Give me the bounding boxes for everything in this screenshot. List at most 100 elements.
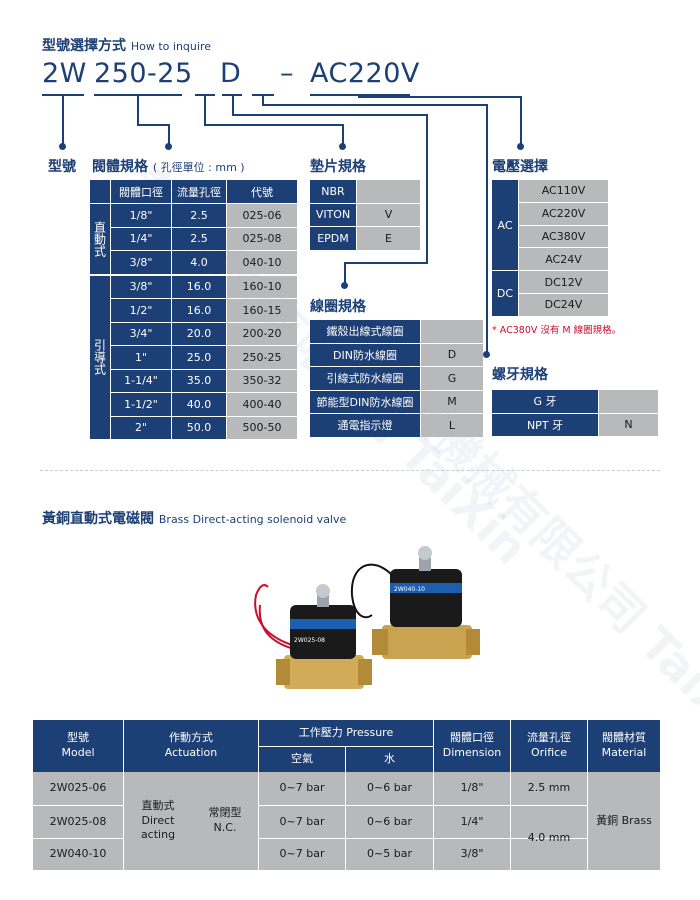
gasket-code	[357, 180, 420, 203]
body-cell: 2.5	[172, 204, 226, 227]
connector	[342, 124, 344, 146]
spec-water: 0~5 bar	[367, 847, 412, 861]
connector	[344, 262, 346, 284]
connector-dot	[59, 143, 66, 150]
connector	[168, 124, 170, 146]
connector	[232, 114, 428, 116]
section-gasket: 墊片規格	[310, 159, 366, 175]
product-title: 黃銅直動式電磁閥 Brass Direct-acting solenoid va…	[42, 511, 347, 527]
coil-code	[421, 320, 483, 343]
spec-h-press: 工作壓力 Pressure	[298, 725, 394, 739]
voltage-cell: DC12V	[519, 271, 608, 293]
page-title: 型號選擇方式 How to inquire	[42, 38, 211, 54]
body-cell: 160-15	[227, 299, 297, 322]
body-cell: 40.0	[172, 393, 226, 416]
connector	[232, 94, 234, 116]
section-body: 閥體規格 ( 孔徑單位 : mm )	[92, 159, 245, 175]
connector	[204, 94, 206, 126]
coil-cell: 通電指示燈	[310, 414, 420, 437]
coil-cell: DIN防水線圈	[310, 343, 420, 366]
section-coil: 線圈規格	[310, 299, 366, 315]
left-valve-label: 2W025-08	[294, 637, 325, 644]
spec-air: 0~7 bar	[279, 781, 325, 795]
body-cell: 3/4"	[111, 322, 171, 345]
connector	[486, 104, 488, 354]
body-cell: 350-32	[227, 369, 297, 392]
thread-code: N	[599, 413, 658, 436]
body-cell: 1-1/4"	[111, 369, 171, 392]
body-header-blank	[90, 180, 110, 203]
body-group-label: 引導式	[90, 275, 110, 439]
section-model: 型號	[48, 159, 76, 175]
connector-dot	[341, 282, 348, 289]
body-cell: 1/8"	[111, 204, 171, 227]
body-cell: 16.0	[172, 275, 226, 298]
connector-dot	[165, 143, 172, 150]
body-cell: 25.0	[172, 346, 226, 369]
product-image: 2W040-10 2W025-08	[254, 546, 480, 689]
body-cell: 4.0	[172, 251, 226, 274]
gasket-cell: NBR	[310, 180, 356, 203]
coil-cell: 鐵殼出線式線圈	[310, 320, 420, 343]
voltage-note: * AC380V 沒有 M 線圈規格。	[492, 325, 622, 336]
code-p4: –	[280, 58, 294, 89]
connector	[262, 104, 488, 106]
gasket-code: E	[357, 227, 420, 250]
spec-model: 2W025-06	[49, 781, 107, 795]
voltage-cell: AC380V	[519, 225, 608, 248]
gasket-cell: VITON	[310, 203, 356, 226]
connector-dot	[339, 143, 346, 150]
voltage-cell: AC220V	[519, 202, 608, 225]
code-p2: 250-25	[94, 58, 193, 89]
connector-dot	[483, 351, 490, 358]
coil-code: M	[421, 390, 483, 413]
section-voltage: 電壓選擇	[492, 159, 548, 175]
body-cell: 2.5	[172, 227, 226, 250]
right-valve-label: 2W040-10	[394, 586, 425, 593]
spec-dim: 1/8"	[460, 781, 484, 795]
body-header: 流量孔徑	[172, 180, 226, 203]
body-cell: 250-25	[227, 346, 297, 369]
code-p5: AC220V	[310, 58, 420, 89]
spec-h-air: 空氣	[291, 752, 313, 766]
body-header: 閥體口徑	[111, 180, 171, 203]
gasket-cell: EPDM	[310, 227, 356, 250]
voltage-cell: DC24V	[519, 294, 608, 316]
spec-water: 0~6 bar	[367, 814, 412, 828]
coil-code: L	[421, 414, 483, 437]
body-cell: 200-20	[227, 322, 297, 345]
divider	[40, 470, 660, 471]
coil-cell: 引線式防水線圈	[310, 367, 420, 390]
body-cell: 2"	[111, 416, 171, 439]
gasket-code: V	[357, 203, 420, 226]
body-cell: 1-1/2"	[111, 393, 171, 416]
code-p3: D	[220, 58, 242, 89]
voltage-dc-label: DC	[492, 271, 518, 316]
spec-air: 0~7 bar	[279, 847, 325, 861]
connector	[520, 96, 522, 146]
voltage-ac-label: AC	[492, 180, 518, 271]
body-cell: 1/4"	[111, 227, 171, 250]
body-cell: 025-08	[227, 227, 297, 250]
body-cell: 025-06	[227, 204, 297, 227]
body-cell: 35.0	[172, 369, 226, 392]
coil-cell: 節能型DIN防水線圈	[310, 390, 420, 413]
body-group-label: 直動式	[90, 204, 110, 274]
thread-cell: G 牙	[492, 390, 598, 413]
coil-code: D	[421, 343, 483, 366]
connector	[426, 114, 428, 264]
spec-orifice: 4.0 mm	[527, 830, 571, 844]
connector	[262, 94, 264, 106]
underline	[310, 94, 410, 96]
section-thread: 螺牙規格	[492, 367, 548, 383]
spec-dim: 1/4"	[460, 814, 484, 828]
body-cell: 16.0	[172, 299, 226, 322]
spec-dim: 3/8"	[460, 847, 484, 861]
body-cell: 3/8"	[111, 275, 171, 298]
spec-water: 0~6 bar	[367, 781, 412, 795]
